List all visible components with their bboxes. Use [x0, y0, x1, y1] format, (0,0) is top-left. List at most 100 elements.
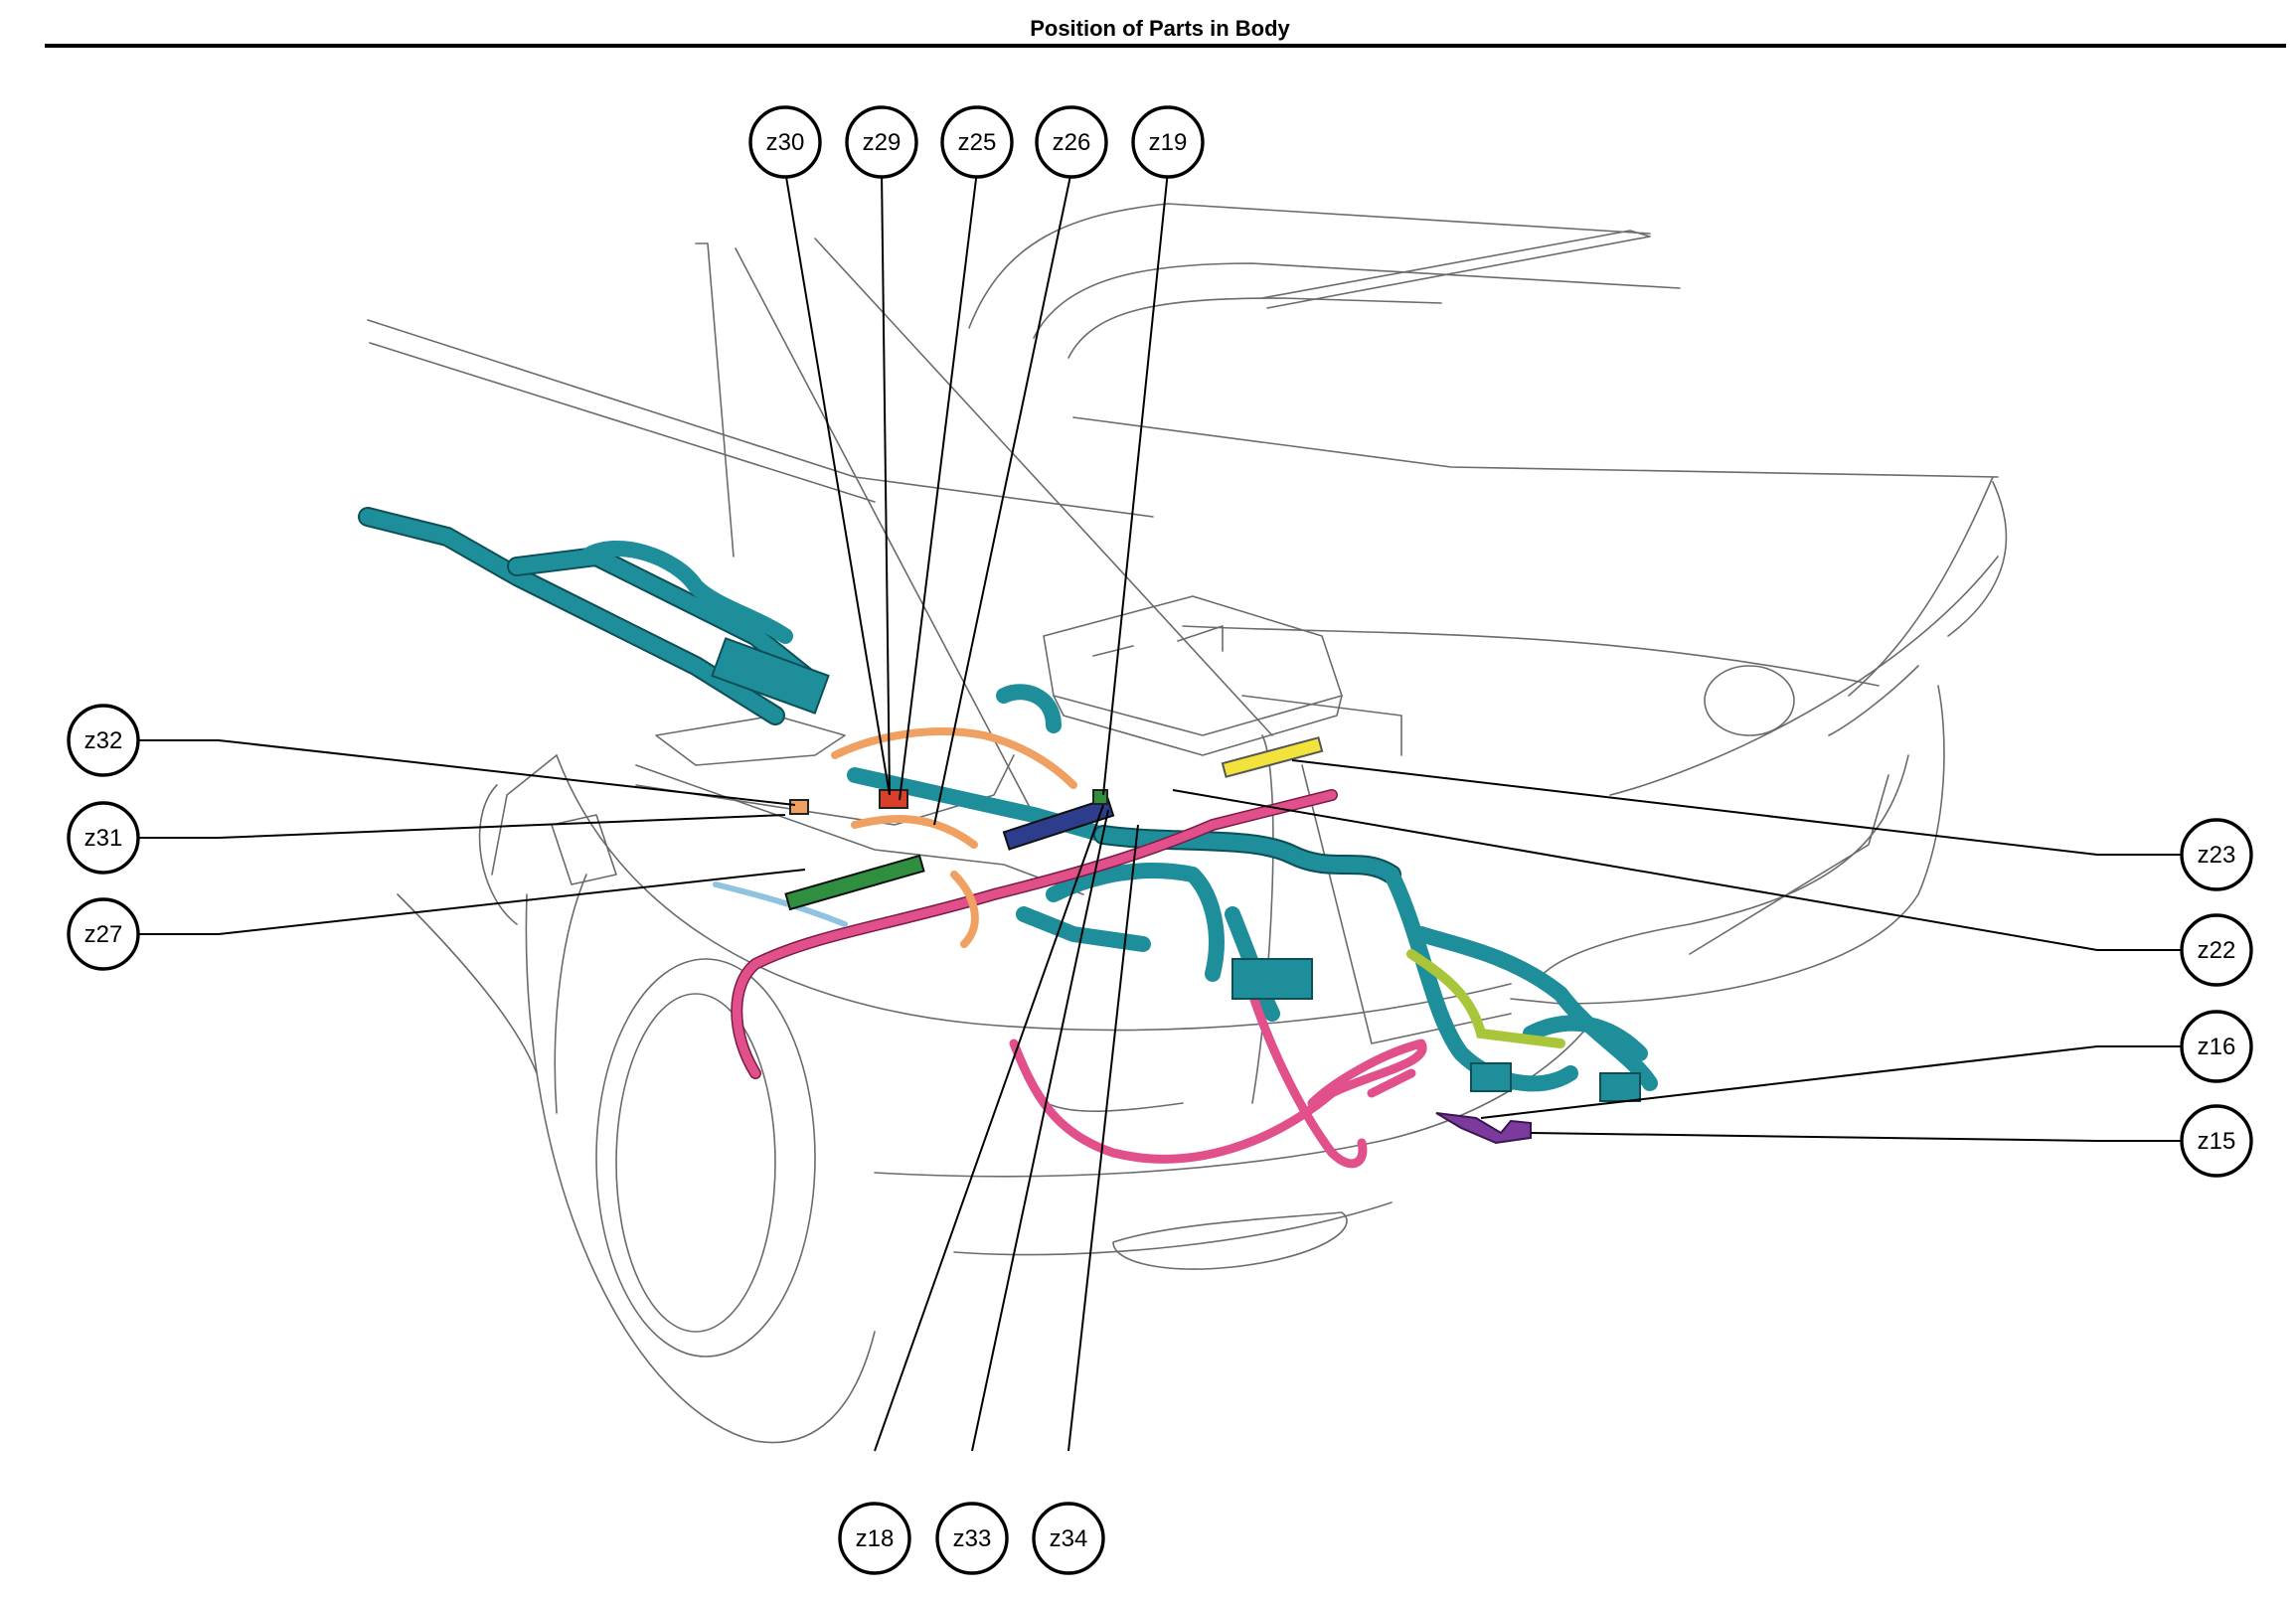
- callouts: z30 z29 z25 z26 z19 z32 z31 z27: [67, 105, 2253, 1575]
- callout-z25[interactable]: z25: [940, 105, 1014, 179]
- roof-inner-line: [1033, 262, 1681, 339]
- fender-right-inner: [1947, 481, 2008, 637]
- leader-z32: [139, 739, 796, 806]
- windshield-top: [1067, 297, 1442, 359]
- a-pillar-inner: [735, 247, 1035, 816]
- callout-label: z22: [2198, 937, 2236, 964]
- harness-orange-loop: [950, 871, 979, 948]
- leader-z34: [1067, 824, 1139, 1452]
- a-pillar-left: [695, 242, 735, 558]
- callout-label: z33: [953, 1525, 992, 1552]
- right-fender-lower: [1609, 556, 1999, 796]
- callout-label: z34: [1050, 1525, 1088, 1552]
- harness-top-loop: [996, 684, 1062, 733]
- callout-label: z23: [2198, 842, 2236, 869]
- connector-navy-block: [1002, 797, 1115, 851]
- callout-z16[interactable]: z16: [2180, 1010, 2253, 1083]
- headlamp-right-outer: [1510, 685, 1945, 1005]
- callout-label: z18: [856, 1525, 895, 1552]
- harness-bay-down: [1384, 867, 1578, 1092]
- windshield-edge: [814, 238, 1273, 736]
- leader-lines: [139, 170, 2182, 1452]
- callout-z23[interactable]: z23: [2180, 818, 2253, 891]
- callout-label: z25: [958, 129, 997, 156]
- callout-z31[interactable]: z31: [67, 801, 140, 875]
- battery-ribs: [1092, 625, 1224, 657]
- harness-lightblue: [713, 881, 848, 927]
- left-side-line: [397, 893, 538, 1074]
- callout-z33[interactable]: z33: [935, 1502, 1009, 1575]
- callout-z32[interactable]: z32: [67, 704, 140, 777]
- harness-upper-branch: [509, 549, 813, 684]
- wheel-left-rim: [615, 993, 776, 1333]
- callout-label: z32: [84, 727, 123, 754]
- connector-teal-block: [1231, 958, 1313, 1000]
- fuse-box-outline: [1241, 695, 1402, 756]
- connector-green-z27: [784, 854, 925, 911]
- fender-right-curve: [1848, 476, 1994, 697]
- callout-label: z16: [2198, 1034, 2236, 1060]
- callout-label: z19: [1149, 129, 1188, 156]
- leader-z30: [784, 170, 891, 796]
- roof-front-line: [968, 203, 1651, 329]
- leader-z16: [1480, 1045, 2182, 1119]
- headlamp-right-lens: [1704, 665, 1795, 736]
- callout-z34[interactable]: z34: [1032, 1502, 1105, 1575]
- hood-front-line: [1182, 625, 1880, 687]
- hood-edge-left: [367, 319, 1154, 518]
- fender-left: [491, 754, 558, 876]
- leader-z26: [933, 170, 1072, 826]
- roof-rail: [1261, 230, 1651, 309]
- battery-box-base: [1053, 695, 1343, 756]
- harness-lime: [1406, 949, 1565, 1048]
- inner-fender-line: [635, 754, 1015, 826]
- leader-z25: [899, 170, 978, 801]
- callout-label: z29: [863, 129, 902, 156]
- connector-purple-z15: [1435, 1112, 1532, 1145]
- callout-z15[interactable]: z15: [2180, 1104, 2253, 1178]
- wheel-arch-top: [478, 784, 518, 925]
- wheel-left-outer: [525, 893, 876, 1444]
- harness-pink-main: [732, 790, 1337, 1078]
- harness-cowl-trunk: [360, 509, 783, 723]
- grille-edge: [1689, 774, 1889, 955]
- harness-headlamp-branch: [1413, 926, 1658, 1091]
- leader-z23: [1291, 759, 2182, 856]
- connector-yellow-z23: [1221, 736, 1324, 778]
- hood-edge-left-inner: [369, 342, 876, 503]
- harness-pink-lower: [1009, 1038, 1427, 1164]
- connector-teal-upper: [711, 637, 830, 715]
- callout-z27[interactable]: z27: [67, 897, 140, 971]
- connector-teal-lower-right: [1599, 1072, 1641, 1102]
- callout-z19[interactable]: z19: [1131, 105, 1205, 179]
- leader-z15: [1530, 1132, 2182, 1142]
- callout-z22[interactable]: z22: [2180, 913, 2253, 987]
- intake-box: [655, 715, 846, 766]
- harness-pink-stub: [1367, 1068, 1416, 1098]
- harness-headlamp-loop: [1523, 1015, 1648, 1061]
- battery-box: [1043, 595, 1343, 736]
- cowl-line: [1072, 416, 1999, 478]
- callout-label: z31: [84, 825, 123, 852]
- page-title: Position of Parts in Body: [1030, 16, 1290, 41]
- wheel-arch-left: [554, 874, 587, 1114]
- harness-lower-run: [1016, 906, 1151, 952]
- leader-z27: [139, 869, 806, 935]
- callout-z18[interactable]: z18: [838, 1502, 911, 1575]
- headlamp-right-inner: [1535, 754, 1909, 985]
- leader-z18: [874, 804, 1104, 1452]
- connector-green-z19: [1092, 789, 1108, 805]
- callout-label: z26: [1053, 129, 1091, 156]
- callout-z30[interactable]: z30: [748, 105, 822, 179]
- connector-red-z29: [879, 789, 908, 809]
- wheel-left-tire: [595, 958, 816, 1357]
- callout-z29[interactable]: z29: [845, 105, 918, 179]
- relay-bracket: [551, 814, 617, 885]
- callout-z26[interactable]: z26: [1035, 105, 1108, 179]
- bumper-front-edge: [556, 754, 1512, 1032]
- fog-lamp-recess: [1112, 1211, 1348, 1270]
- callout-label: z30: [766, 129, 805, 156]
- leader-z33: [971, 809, 1109, 1452]
- leader-z31: [139, 814, 786, 839]
